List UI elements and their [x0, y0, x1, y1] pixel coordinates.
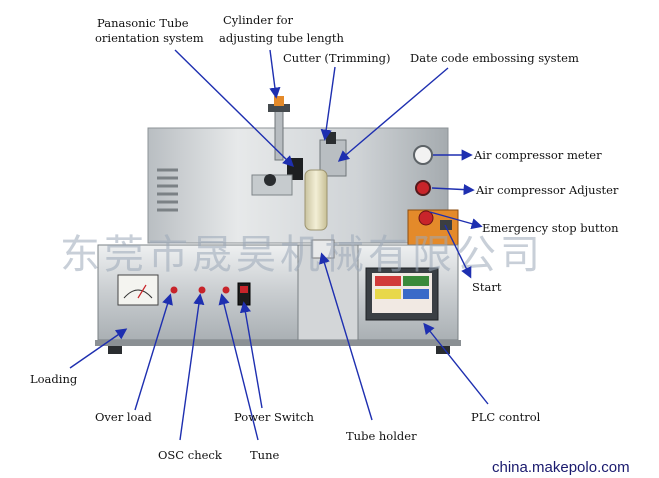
label-plc-control: PLC control — [471, 410, 541, 424]
labels: Panasonic Tube orientation system Cylind… — [30, 13, 619, 462]
osc-check-lamp — [198, 286, 206, 294]
site-watermark: china.makepolo.com — [492, 459, 630, 476]
air-meter-gauge — [413, 145, 433, 165]
start-button — [440, 220, 452, 230]
machine-back-panel — [147, 127, 449, 244]
label-start: Start — [472, 280, 502, 294]
over-load-lamp — [170, 286, 178, 294]
arrow-osc-check — [179, 293, 205, 441]
arrow-tube-holder — [319, 252, 373, 421]
tube — [304, 169, 328, 231]
arrow-cutter — [320, 66, 336, 141]
foot-left — [108, 346, 122, 354]
mechanism-bolt — [264, 174, 276, 186]
label-tune: Tune — [250, 448, 279, 462]
label-over-load: Over load — [95, 410, 152, 424]
watermark: 东莞市晟昊机械有限公司 — [60, 232, 544, 278]
label-air-meter: Air compressor meter — [473, 148, 602, 162]
machine — [95, 96, 461, 354]
label-air-adjuster: Air compressor Adjuster — [475, 183, 619, 197]
label-cylinder-line2: adjusting tube length — [219, 31, 345, 45]
emergency-stop — [418, 210, 434, 226]
arrow-emergency — [429, 211, 483, 230]
arrow-date-code — [337, 67, 449, 162]
length-cylinder-cap — [274, 96, 284, 106]
label-cutter: Cutter (Trimming) — [283, 51, 390, 65]
arrow-power-switch — [239, 301, 263, 409]
arrow-loading — [69, 328, 128, 369]
label-panasonic-line2: orientation system — [95, 31, 204, 45]
arrow-over-load — [134, 293, 173, 411]
label-emergency: Emergency stop button — [482, 221, 619, 235]
length-cylinder-knob — [268, 104, 290, 112]
tune-lamp — [222, 286, 230, 294]
label-loading: Loading — [30, 372, 78, 386]
vent-slots — [157, 168, 178, 212]
arrow-tune — [218, 293, 259, 441]
label-cylinder-line1: Cylinder for — [223, 13, 294, 27]
cutter-head — [326, 132, 336, 144]
air-adjuster-knob — [415, 180, 431, 196]
arrow-plc — [423, 322, 489, 405]
arrow-panasonic — [174, 49, 294, 167]
foot-right — [436, 346, 450, 354]
label-panasonic-line1: Panasonic Tube — [97, 16, 189, 30]
label-osc-check: OSC check — [158, 448, 223, 462]
arrow-air-adjuster — [431, 183, 475, 196]
label-date-code: Date code embossing system — [410, 51, 579, 65]
callout-arrows — [69, 49, 489, 441]
label-power-switch: Power Switch — [234, 410, 314, 424]
machine-base — [95, 340, 461, 346]
arrow-start — [444, 224, 472, 279]
label-tube-holder: Tube holder — [346, 429, 417, 443]
arrow-cylinder — [269, 49, 281, 99]
